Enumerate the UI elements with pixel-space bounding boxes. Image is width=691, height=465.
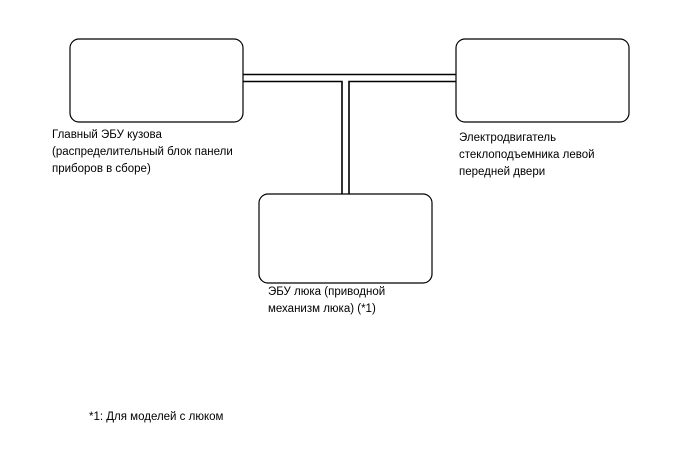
window-motor-box <box>455 38 630 123</box>
bus-bottom-rail-left <box>243 80 343 195</box>
connection-bus <box>243 73 457 195</box>
bus-bottom-rail-right <box>348 80 457 195</box>
window-motor-label: Электродвигатель стеклоподъемника левой … <box>459 132 595 178</box>
footnote: *1: Для моделей с люком <box>89 411 224 423</box>
main-body-ecu-box <box>69 38 244 123</box>
sunroof-ecu-box <box>258 193 433 284</box>
main-body-ecu-label: Главный ЭБУ кузова (распределительный бл… <box>52 129 233 175</box>
sunroof-ecu-label: ЭБУ люка (приводной механизм люка) (*1) <box>268 286 386 315</box>
